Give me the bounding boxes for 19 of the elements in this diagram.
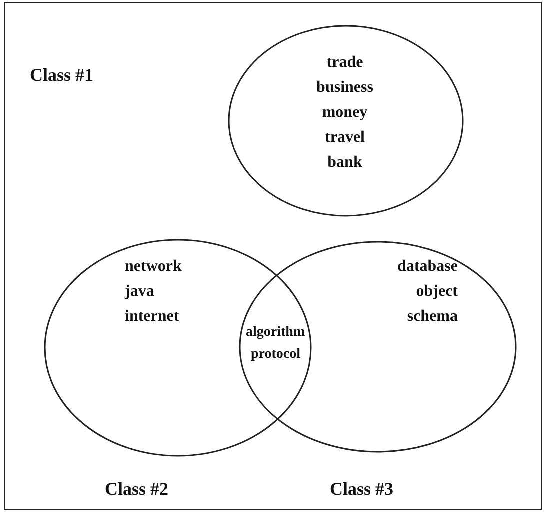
class-label: Class #2 <box>105 478 169 500</box>
set-term: trade <box>326 53 364 73</box>
set-term: internet <box>125 307 180 327</box>
class-label: Class #1 <box>30 64 94 86</box>
set-term: money <box>322 103 368 123</box>
set-term: network <box>125 257 182 277</box>
set-term: schema <box>407 307 458 327</box>
set-term: java <box>125 282 154 302</box>
set-ellipse <box>229 26 463 216</box>
overlap-term: algorithm <box>246 324 306 342</box>
set-term: travel <box>325 128 365 148</box>
class-label: Class #3 <box>330 478 394 500</box>
set-ellipse <box>45 240 311 456</box>
overlap-term: protocol <box>251 346 301 364</box>
set-term: business <box>316 78 374 98</box>
set-ellipse <box>240 242 516 452</box>
set-term: bank <box>328 153 362 173</box>
set-term: database <box>398 257 458 277</box>
set-term: object <box>416 282 458 302</box>
